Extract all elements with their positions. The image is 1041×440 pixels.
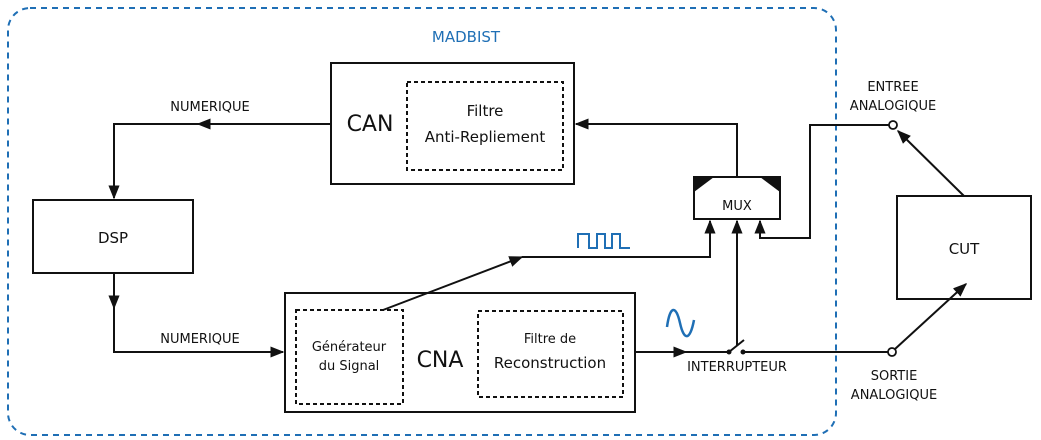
can-label: CAN bbox=[347, 112, 394, 137]
wire-cut-to-entree bbox=[897, 130, 965, 197]
wire-generator-to-pulse bbox=[382, 256, 524, 311]
cna-label: CNA bbox=[417, 348, 464, 373]
anti-aliasing-filter-block bbox=[406, 81, 564, 171]
anti-aliasing-filter-label-line1: Filtre bbox=[467, 102, 504, 120]
dsp-label: DSP bbox=[98, 229, 128, 247]
interrupteur-label: INTERRUPTEUR bbox=[687, 360, 787, 375]
wire-entree-to-mux bbox=[754, 124, 889, 239]
mux-left-wedge bbox=[694, 177, 714, 192]
wire-mux-to-can bbox=[574, 118, 738, 177]
anti-aliasing-filter-label-line2: Anti-Repliement bbox=[425, 128, 546, 146]
signal-generator-label-line1: Générateur bbox=[312, 340, 387, 355]
madbist-boundary bbox=[7, 7, 837, 436]
sortie-terminal bbox=[887, 347, 897, 357]
mux-label: MUX bbox=[722, 199, 752, 214]
numerique-top-label: NUMERIQUE bbox=[170, 100, 250, 115]
mux-right-wedge bbox=[760, 177, 780, 192]
signal-generator-block bbox=[295, 309, 404, 405]
reconstruction-filter-block bbox=[477, 310, 624, 398]
reconstruction-filter-label-line2: Reconstruction bbox=[494, 354, 606, 372]
entree-terminal bbox=[888, 120, 898, 130]
mux-block bbox=[693, 176, 781, 220]
numerique-bottom-label: NUMERIQUE bbox=[160, 332, 240, 347]
square-wave-icon bbox=[577, 233, 630, 249]
cut-block bbox=[896, 195, 1032, 300]
wire-dsp-to-cna bbox=[113, 308, 285, 358]
cut-label: CUT bbox=[949, 240, 980, 258]
signal-generator-label-line2: du Signal bbox=[319, 359, 380, 374]
sortie-label-line1: SORTIE bbox=[871, 369, 918, 384]
switch-blade bbox=[728, 339, 745, 353]
sortie-label-line2: ANALOGIQUE bbox=[851, 388, 937, 403]
wire-sortie-to-cut bbox=[894, 283, 968, 350]
can-block bbox=[330, 62, 575, 185]
wire-pulse-to-mux bbox=[522, 219, 716, 258]
wire-numerique-to-dsp bbox=[108, 123, 198, 200]
reconstruction-filter-label-line1: Filtre de bbox=[524, 332, 576, 347]
sine-wave-icon bbox=[665, 308, 696, 338]
entree-label-line2: ANALOGIQUE bbox=[850, 99, 936, 114]
entree-label-line1: ENTREE bbox=[867, 80, 918, 95]
madbist-label: MADBIST bbox=[432, 28, 501, 46]
